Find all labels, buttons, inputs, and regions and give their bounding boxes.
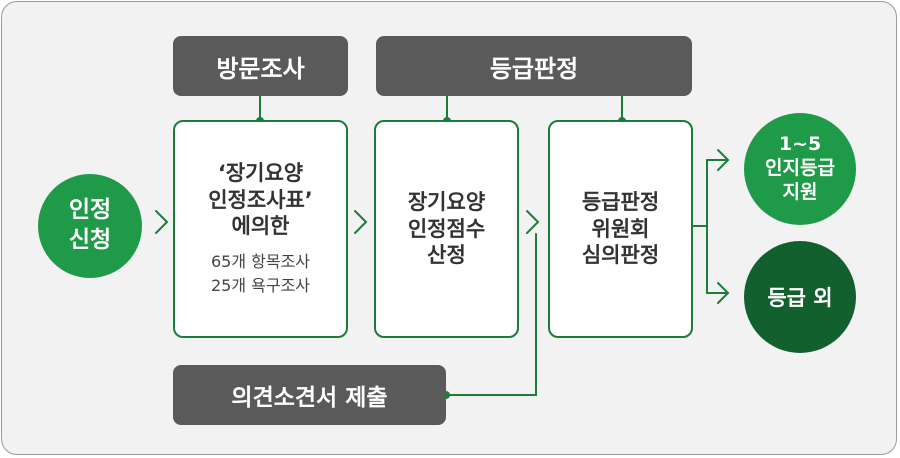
step-score-line-3: 산정 (427, 243, 466, 268)
step-survey-line-3: 에의한 (231, 214, 290, 239)
step-survey-sub-1: 65개 항목조사 (210, 252, 311, 272)
outcome-support-circle: 1~5 인지등급 지원 (744, 113, 856, 225)
opinion-submission-pill: 의견소견서 제출 (173, 365, 446, 425)
header-visit-survey: 방문조사 (173, 36, 348, 96)
header-visit-survey-label: 방문조사 (216, 54, 305, 83)
opinion-submission-label: 의견소견서 제출 (231, 385, 388, 411)
chevron-start-to-box1 (155, 210, 169, 234)
step-survey-sub-2: 25개 욕구조사 (210, 276, 311, 296)
step-committee-box: 등급판정 위원회 심의판정 (548, 120, 693, 338)
step-score-line-1: 장기요양 (407, 189, 486, 214)
header-grade-decision-label: 등급판정 (489, 54, 579, 83)
step-survey-box: ‘장기요양 인정조사표’ 에의한 65개 항목조사 25개 욕구조사 (173, 120, 348, 338)
arrow-to-other (717, 282, 730, 304)
outcome-support-line-3: 지원 (782, 180, 818, 203)
outcome-other-label: 등급 외 (767, 286, 833, 310)
step-score-box: 장기요양 인정점수 산정 (374, 120, 519, 338)
outcome-support-line-1: 1~5 (778, 133, 822, 156)
start-application-circle: 인정 신청 (38, 174, 142, 278)
connector-opinion-to-chevron (446, 233, 537, 396)
step-committee-line-3: 심의판정 (581, 243, 660, 268)
arrow-to-support (717, 149, 730, 171)
start-line-2: 신청 (68, 227, 112, 253)
step-survey-line-1: ‘장기요양 (217, 160, 304, 185)
step-committee-line-2: 위원회 (591, 216, 650, 241)
outcome-other-circle: 등급 외 (744, 241, 856, 353)
start-line-1: 인정 (68, 197, 112, 224)
chevron-box2-to-box3 (526, 210, 540, 234)
step-committee-line-1: 등급판정 (581, 189, 660, 214)
step-score-line-2: 인정점수 (407, 216, 486, 241)
chevron-box1-to-box2 (354, 210, 368, 234)
step-survey-details: 65개 항목조사 25개 욕구조사 (211, 250, 310, 298)
step-survey-line-2: 인정조사표’ (208, 187, 313, 212)
outcome-support-line-2: 인지등급 (765, 157, 835, 180)
header-grade-decision: 등급판정 (376, 36, 692, 96)
